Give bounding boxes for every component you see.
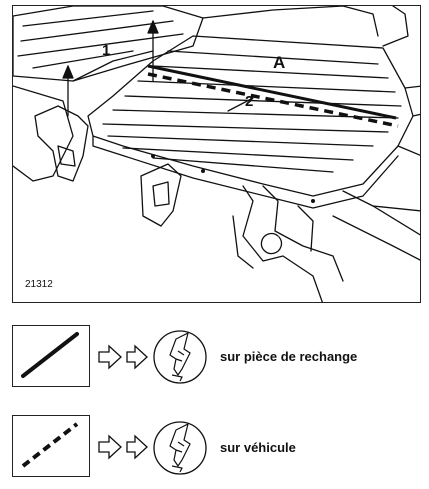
chevron-arrow-icon bbox=[98, 434, 148, 460]
legend-solid-line-box bbox=[12, 325, 90, 387]
label-2: 2 bbox=[245, 93, 254, 110]
label-1: 1 bbox=[102, 42, 111, 59]
floor-panel-illustration: A 1 2 21312 bbox=[12, 5, 421, 303]
dashed-line-sample bbox=[21, 422, 79, 468]
legend-text-spare-part: sur pièce de rechange bbox=[220, 349, 358, 364]
figure-reference-number: 21312 bbox=[25, 279, 53, 290]
legend-dashed-line-box bbox=[12, 415, 90, 477]
solid-line-sample bbox=[21, 332, 79, 378]
label-a: A bbox=[273, 53, 286, 72]
floor-panel-drawing bbox=[13, 6, 420, 302]
cutting-tool-icon bbox=[153, 421, 207, 475]
cutting-tool-icon bbox=[153, 330, 207, 384]
legend-text-on-vehicle: sur véhicule bbox=[220, 440, 296, 455]
chevron-arrow-icon bbox=[98, 344, 148, 370]
